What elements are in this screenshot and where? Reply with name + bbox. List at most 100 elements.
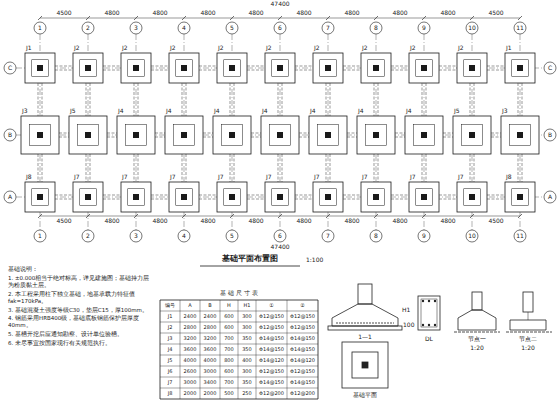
tie-beam — [138, 83, 139, 116]
table-cell: Φ12@150 — [290, 325, 315, 331]
axis-number: 4 — [182, 25, 186, 32]
detail-drawings — [328, 284, 552, 388]
footing-step — [30, 125, 51, 146]
dimension-text: 4800 — [440, 10, 455, 17]
table-cell: Φ12@200 — [290, 391, 315, 397]
footing-mark: J4 — [118, 108, 124, 115]
footing-mark: J3 — [502, 108, 508, 115]
table-cell: 400 — [242, 358, 252, 364]
tie-beam — [59, 137, 69, 138]
table-cell: 2000 — [184, 391, 197, 397]
axis-number: 7 — [326, 233, 330, 240]
tie-beam — [326, 83, 327, 116]
table-cell: Φ12@150 — [290, 314, 315, 320]
dimension-tick — [182, 16, 186, 20]
footing-step — [176, 189, 193, 206]
table-cell: 3600 — [204, 347, 217, 353]
footing-step — [462, 125, 483, 146]
tie-beam — [103, 195, 121, 196]
ground-line — [454, 332, 500, 333]
column-mark — [133, 132, 139, 138]
table-cell: 2800 — [204, 325, 217, 331]
tie-beam — [439, 66, 457, 67]
footing-outline — [121, 53, 151, 83]
footing-step — [272, 60, 289, 77]
table-cell: Φ12@150 — [290, 369, 315, 375]
footing-mark: J2 — [266, 45, 272, 52]
dimension-text: 4800 — [344, 10, 359, 17]
axis-bubble — [130, 230, 142, 242]
table-cell: Φ14@150 — [290, 347, 315, 353]
footing-outline — [361, 53, 391, 83]
tie-beam — [347, 137, 357, 138]
dimension-text: 4800 — [248, 10, 263, 17]
footing-outline — [261, 116, 299, 154]
footing-mark: J5 — [454, 108, 460, 115]
tie-beam — [278, 83, 279, 116]
table-cell: 250 — [242, 391, 252, 397]
column-mark — [229, 65, 235, 71]
column-mark — [469, 194, 475, 200]
axis-bubble — [178, 230, 190, 242]
tie-beam — [522, 83, 523, 116]
footing-step — [318, 125, 339, 146]
tie-beam — [55, 199, 73, 200]
column-stub — [358, 284, 372, 304]
footing-step — [414, 125, 435, 146]
axis-bubble — [178, 22, 190, 34]
column-mark — [421, 65, 427, 71]
joint-footing — [510, 320, 546, 330]
table-cell: 300 — [242, 325, 252, 331]
table-title: 基 础 尺 寸 表 — [220, 290, 258, 297]
footing-mark: J4 — [406, 108, 412, 115]
table-cell: 350 — [242, 380, 252, 386]
table-rule — [287, 300, 288, 399]
dimension-tick — [38, 214, 42, 218]
footing-step — [510, 125, 531, 146]
tie-beam — [199, 199, 217, 200]
tie-beam — [518, 83, 519, 116]
column-mark — [469, 132, 475, 138]
axis-bubble — [418, 22, 430, 34]
axis-bubble — [82, 22, 94, 34]
detail-label: 节点二 — [519, 336, 537, 343]
table-cell: J7 — [168, 380, 173, 386]
footing-step — [224, 189, 241, 206]
footing-outline — [217, 182, 247, 212]
dimension-text: 4800 — [200, 218, 215, 225]
tie-beam — [443, 137, 453, 138]
column-stub — [523, 292, 533, 312]
tie-beam — [474, 154, 475, 182]
footing-outline — [361, 182, 391, 212]
tie-beam — [234, 154, 235, 182]
footing-outline — [217, 53, 247, 83]
detail-label: 基础平面 — [353, 392, 377, 399]
axis-number: 8 — [374, 233, 378, 240]
footing-outline — [117, 116, 155, 154]
axis-bubble — [322, 22, 334, 34]
stirrup — [421, 299, 437, 327]
dimension-text: 4800 — [152, 218, 167, 225]
tie-beam — [343, 66, 361, 67]
table-cell: 300 — [242, 314, 252, 320]
tie-beam — [107, 133, 117, 134]
column-mark — [373, 65, 379, 71]
tie-beam — [374, 83, 375, 116]
table-cell: Φ12@150 — [259, 369, 284, 375]
tie-beam — [151, 66, 169, 67]
tie-beam — [487, 66, 505, 67]
tie-beam — [439, 195, 457, 196]
footing-outline — [165, 116, 203, 154]
beam-section — [418, 296, 440, 330]
axis-bubble — [226, 230, 238, 242]
table-cell: J6 — [168, 369, 173, 375]
axis-number: 7 — [326, 25, 330, 32]
column-mark — [421, 194, 427, 200]
tie-beam — [439, 70, 457, 71]
footing-mark: J4 — [358, 108, 364, 115]
tie-beam — [38, 83, 39, 116]
dimension-text: 4500 — [488, 218, 503, 225]
footing-outline — [409, 182, 439, 212]
footing-step — [174, 125, 195, 146]
table-cell: 3000 — [184, 380, 197, 386]
